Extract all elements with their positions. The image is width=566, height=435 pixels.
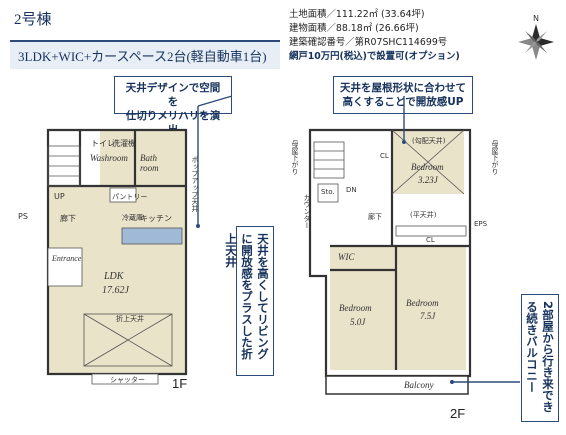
ldk-size: 17.62J xyxy=(102,285,129,296)
north-label: N xyxy=(533,14,539,23)
callout-balcony: 2部屋から行き来できる続きバルコニー xyxy=(521,294,559,422)
bedroom-right-size: 7.5J xyxy=(420,311,436,321)
toilet-label: トイレ xyxy=(91,139,115,148)
counter-label: カウンター xyxy=(303,194,311,229)
ceiling-low-right-label: 母屋下がり xyxy=(491,140,499,175)
floor1-plan xyxy=(46,95,233,385)
floor2-label: 2F xyxy=(450,406,466,421)
floor2-plan xyxy=(308,96,520,395)
land-area: 土地面積／111.22㎡ (33.64坪) xyxy=(289,9,425,20)
compass-icon xyxy=(518,24,554,60)
balcony-label: Balcony xyxy=(404,380,434,390)
ceiling-low-left-label: 母屋下がり xyxy=(291,140,299,175)
bedroom-top-size: 3.23J xyxy=(418,175,438,185)
ps-label: PS xyxy=(18,212,28,221)
hallway-label-1f: 廊下 xyxy=(60,214,76,223)
permit-number: 建築確認番号／第R07SHC114699号 xyxy=(289,37,448,48)
popup-ceiling-label: ポップアップ天井 xyxy=(191,156,199,212)
unit-number: 2号棟 xyxy=(14,12,52,28)
dn-label: DN xyxy=(346,186,357,194)
eps-label: EPS xyxy=(474,220,488,228)
washroom-label: Washroom xyxy=(90,153,128,163)
bedroom-left-label: Bedroom xyxy=(339,303,372,313)
bedroom-left-size: 5.0J xyxy=(350,317,366,327)
shutter-label: シャッター xyxy=(110,376,145,384)
hallway-label-2f: 廊下 xyxy=(368,213,382,221)
floor1-label: 1F xyxy=(172,376,188,391)
wic-label: WIC xyxy=(338,252,355,262)
storage-label: Sto. xyxy=(321,188,335,196)
raised-ceiling-label: 折上天井 xyxy=(116,315,144,323)
ldk-label: LDK xyxy=(104,271,124,282)
pantry-label: パントリー xyxy=(112,193,148,201)
closet-label-1: CL xyxy=(380,152,389,160)
flat-ceiling-label: (平天井) xyxy=(410,211,437,219)
entrance-label: Entrance xyxy=(52,254,82,263)
laundry-label: 洗濯機 xyxy=(112,139,136,148)
up-label: UP xyxy=(54,192,65,201)
bedroom-top-label: Bedroom xyxy=(411,162,444,172)
building-area: 建物面積／88.18㎡ (26.66坪) xyxy=(289,23,419,34)
property-info: 土地面積／111.22㎡ (33.64坪) 建物面積／88.18㎡ (26.66… xyxy=(289,8,519,64)
bath-label: Bath room xyxy=(140,153,159,173)
sloped-ceiling-label: (勾配天井) xyxy=(412,137,446,145)
callout-ldk-ceiling: 天井を高くしてリビングに開放感をプラスした折上天井 xyxy=(224,226,274,376)
option-note: 網戸10万円(税込)で設置可(オプション) xyxy=(289,51,460,62)
fridge-label: 冷蔵庫 xyxy=(122,214,143,222)
bedroom-right-label: Bedroom xyxy=(406,298,439,308)
closet-label-2: CL xyxy=(426,236,435,244)
plan-spec: 3LDK+WIC+カースペース2台(軽自動車1台) xyxy=(10,40,280,69)
kitchen-label: キッチン xyxy=(140,214,172,223)
callout-ceiling-2f: 天井を屋根形状に合わせて 高くすることで開放感UP xyxy=(333,76,473,114)
